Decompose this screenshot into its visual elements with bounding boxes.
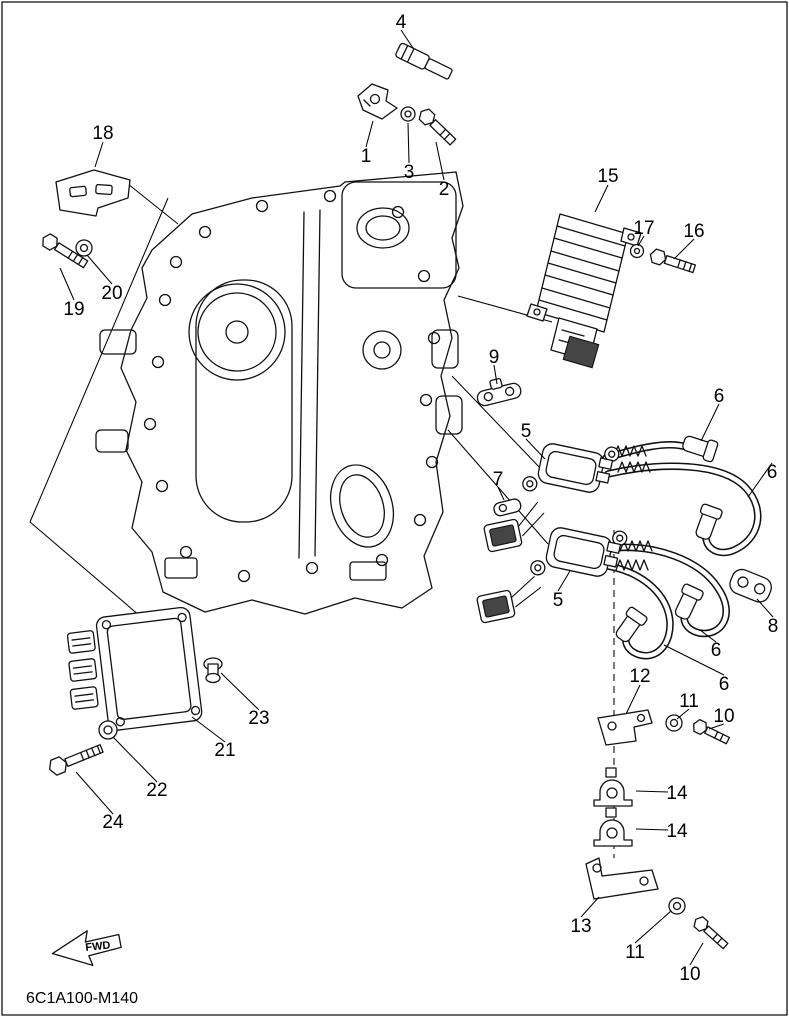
coil-connector-lower [476,575,542,624]
bolt-holes [143,189,441,583]
bolt-10b [693,916,729,950]
callout-11b: 11 [625,942,645,963]
callout-5a: 5 [521,421,532,442]
grommet-23 [203,657,223,684]
diagram-code: 6C1A100-M140 [26,990,138,1007]
ignition-coil-lower-5 [530,527,628,577]
fwd-label: FWD [85,939,111,954]
washer-20 [75,239,93,257]
plug-cap [674,583,704,620]
washer-11a [665,714,683,732]
plug-cap [695,503,723,540]
rectifier-regulator-15 [526,213,642,369]
cable-clamp-14b [593,807,633,847]
bolt-10a [693,718,731,745]
bolt-24 [49,744,104,776]
leader-lines [59,29,774,966]
engine-block [95,171,464,615]
callout-13: 13 [570,916,591,937]
bolt-19 [42,233,89,269]
callout-3: 3 [404,162,415,183]
callout-23: 23 [248,708,269,729]
callout-14b: 14 [666,821,688,842]
callout-21: 21 [214,740,235,761]
fwd-arrow: FWD [51,930,122,967]
bracket-18 [55,169,131,217]
cdi-unit-21 [66,606,203,731]
clamp-7 [493,498,522,517]
spark-plug-caps [615,435,723,643]
callout-4: 4 [396,12,407,33]
callout-1: 1 [361,146,372,167]
sensor-4 [395,42,453,80]
bolt-16 [649,248,697,274]
clamp-9 [476,378,522,407]
callout-10b: 10 [679,964,700,985]
coil-connector-upper [483,501,545,553]
callout-19: 19 [63,299,84,320]
callout-20: 20 [101,283,122,304]
washer-3 [400,106,416,122]
washer-11b [668,897,686,915]
callout-14a: 14 [666,783,688,804]
plug-cap [615,606,648,643]
callout-7: 7 [493,469,504,490]
callout-10a: 10 [713,706,734,727]
ignition-coil-upper-5 [522,443,620,493]
callout-11a: 11 [679,691,699,712]
washer-17 [629,243,645,259]
clamp-8 [729,568,772,603]
bolt-2 [418,108,457,146]
callout-15: 15 [597,166,618,187]
callout-16: 16 [683,221,704,242]
callout-6d: 6 [719,674,730,695]
callout-6b: 6 [767,462,778,483]
washer-22 [98,720,118,740]
bracket-13 [585,857,659,900]
callout-22: 22 [146,780,167,801]
callout-18: 18 [92,123,113,144]
plug-cap [682,435,719,463]
wire-seal-springs [613,445,653,571]
callout-17: 17 [633,218,654,239]
cable-clamp-14a [593,767,633,807]
bracket-1 [357,83,398,120]
callout-12: 12 [629,666,650,687]
callout-5b: 5 [553,590,564,611]
callout-24: 24 [102,812,124,833]
bracket-12 [597,709,653,746]
callout-6c: 6 [711,640,722,661]
callout-2: 2 [439,179,450,200]
callout-labels: 4 1 3 2 18 19 20 15 17 16 9 5 6 6 7 5 8 … [63,12,778,985]
callout-9: 9 [489,347,500,368]
callout-6a: 6 [714,386,725,407]
callout-8: 8 [768,616,779,637]
